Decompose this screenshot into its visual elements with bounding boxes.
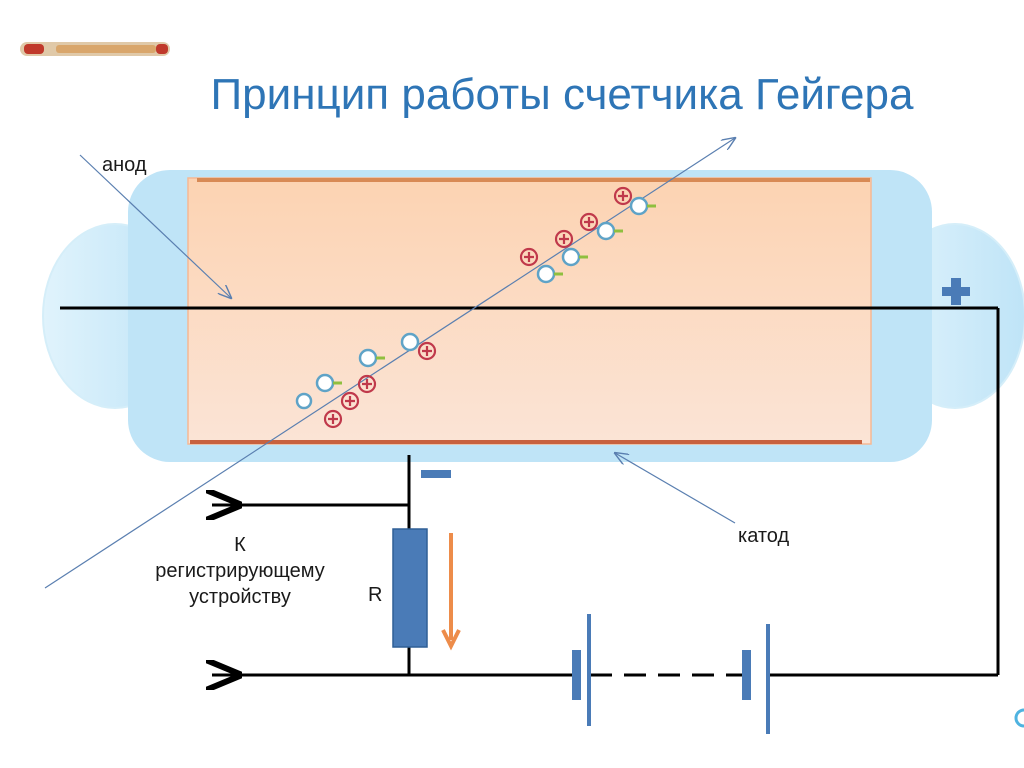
battery-short-plate-1 xyxy=(572,650,581,700)
ion-pairs xyxy=(295,186,656,429)
electron xyxy=(315,373,342,393)
resistor-label: R xyxy=(368,584,383,606)
logo-tube-image xyxy=(20,42,170,56)
positive-ion xyxy=(613,186,633,206)
positive-ion xyxy=(340,391,360,411)
anode-label: анод xyxy=(102,154,147,176)
battery xyxy=(572,614,770,734)
electron xyxy=(295,392,313,410)
anode-pointer xyxy=(79,154,231,298)
electron xyxy=(596,221,623,241)
cathode-label: катод xyxy=(738,525,790,547)
positive-ion xyxy=(357,374,377,394)
device-label-line-3: устройству xyxy=(189,586,291,608)
device-label-line-1: К xyxy=(234,534,246,556)
positive-ion xyxy=(579,212,599,232)
battery-long-plate-1 xyxy=(587,614,591,726)
electron xyxy=(561,247,588,267)
positive-ion xyxy=(554,229,574,249)
resistor xyxy=(392,528,428,648)
current-arrow xyxy=(441,533,461,651)
battery-short-plate-2 xyxy=(742,650,751,700)
battery-long-plate-2 xyxy=(766,624,770,734)
positive-ion xyxy=(519,247,539,267)
positive-ion xyxy=(417,341,437,361)
electron xyxy=(358,348,385,368)
positive-ion xyxy=(323,409,343,429)
corner-decoration-icon xyxy=(1014,708,1024,728)
electron xyxy=(629,196,656,216)
electron xyxy=(536,264,563,284)
slide-title: Принцип работы счетчика Гейгера xyxy=(210,70,914,119)
particle-track xyxy=(44,138,735,589)
device-label-line-2: регистрирующему xyxy=(155,560,325,582)
device-label: К регистрирующему устройству xyxy=(135,532,345,610)
plus-sign xyxy=(942,278,970,305)
minus-sign xyxy=(421,470,451,478)
cathode-pointer xyxy=(615,453,736,524)
tube-chamber xyxy=(187,177,872,445)
electron xyxy=(400,332,420,352)
